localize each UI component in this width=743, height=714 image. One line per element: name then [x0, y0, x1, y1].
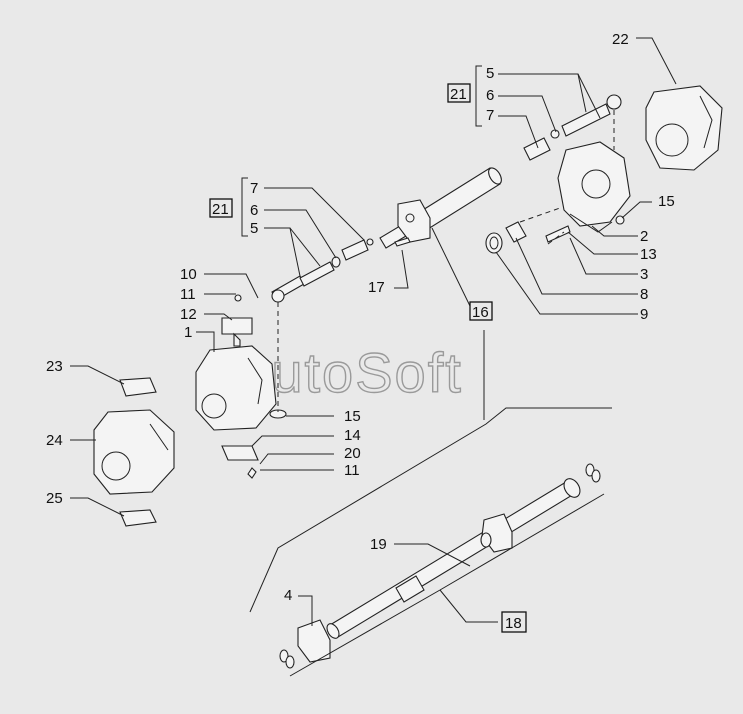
- boxed-callout-18: 18: [505, 615, 522, 632]
- callout-labels: 22 5 6 7 15 2 13 3 8 9 7 6 5 17 10 11 12…: [46, 31, 675, 604]
- callout-14: 14: [344, 427, 361, 444]
- callout-7-right: 7: [486, 107, 494, 124]
- left-joint-shaft: [271, 238, 374, 303]
- right-joint-shaft: [523, 94, 622, 161]
- callout-24: 24: [46, 432, 63, 449]
- callout-1: 1: [184, 324, 192, 341]
- callout-13: 13: [640, 246, 657, 263]
- assembly-axes: [277, 110, 615, 412]
- lower-drive-shaft: [279, 463, 601, 669]
- callout-17: 17: [368, 279, 385, 296]
- boxed-callout-16: 16: [472, 304, 489, 321]
- steering-knuckle-1: [195, 294, 287, 479]
- callout-9: 9: [640, 306, 648, 323]
- callout-11-upper: 11: [180, 286, 196, 303]
- callout-12: 12: [180, 306, 197, 323]
- callout-5-left: 5: [250, 220, 258, 237]
- upper-drive-tube: [379, 167, 502, 249]
- boxed-callout-21-left: 21: [212, 201, 229, 218]
- leader-lines: [70, 37, 677, 677]
- steering-knuckle-22: [645, 85, 723, 171]
- callout-22: 22: [612, 31, 629, 48]
- callout-15-lower: 15: [344, 408, 361, 425]
- callout-5-right: 5: [486, 65, 494, 82]
- callout-6-left: 6: [250, 202, 258, 219]
- callout-11-lower: 11: [344, 462, 360, 479]
- callout-3: 3: [640, 266, 648, 283]
- section-lines: [249, 330, 612, 613]
- callout-15-right: 15: [658, 193, 675, 210]
- seal-and-bushing: [485, 221, 527, 254]
- callout-2: 2: [640, 228, 648, 245]
- callout-6-right: 6: [486, 87, 494, 104]
- callout-10: 10: [180, 266, 197, 283]
- callout-7-left: 7: [250, 180, 258, 197]
- callout-20: 20: [344, 445, 361, 462]
- callout-8: 8: [640, 286, 648, 303]
- callout-4: 4: [284, 587, 292, 604]
- boxed-callout-21-right: 21: [450, 86, 467, 103]
- callout-25: 25: [46, 490, 63, 507]
- boxed-callouts: 21 21 16 18: [209, 83, 527, 633]
- callout-23: 23: [46, 358, 63, 375]
- callout-19: 19: [370, 536, 387, 553]
- right-housing: [545, 141, 631, 243]
- steering-knuckle-24: [93, 377, 175, 527]
